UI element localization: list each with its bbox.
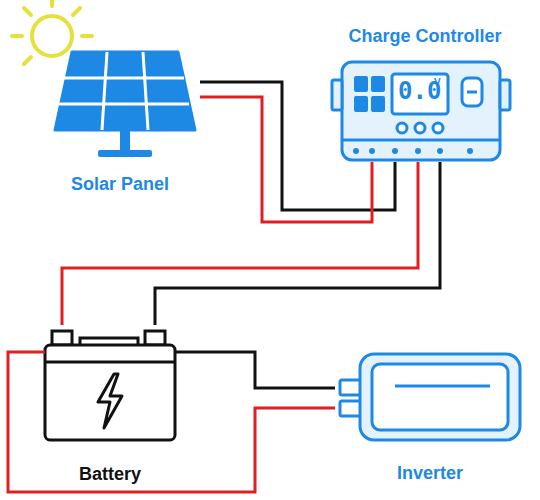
- inverter: Inverter: [335, 350, 525, 484]
- display-unit: V: [434, 78, 441, 88]
- solar-panel: Solar Panel: [40, 20, 200, 195]
- wire: [185, 352, 335, 388]
- battery-icon: [35, 331, 185, 440]
- inverter-icon: [340, 354, 520, 440]
- device-label: Battery: [79, 463, 141, 485]
- device-label: Charge Controller: [348, 25, 501, 47]
- wire: [8, 352, 335, 492]
- charge-controller-icon: [332, 62, 510, 160]
- wire: [200, 82, 395, 210]
- solar-panel-icon: [55, 52, 195, 157]
- device-label: Inverter: [397, 462, 463, 484]
- device-label: Solar Panel: [71, 173, 169, 195]
- wire: [200, 97, 372, 222]
- wire: [155, 162, 440, 325]
- wire: [62, 162, 418, 325]
- battery: Battery: [35, 325, 185, 485]
